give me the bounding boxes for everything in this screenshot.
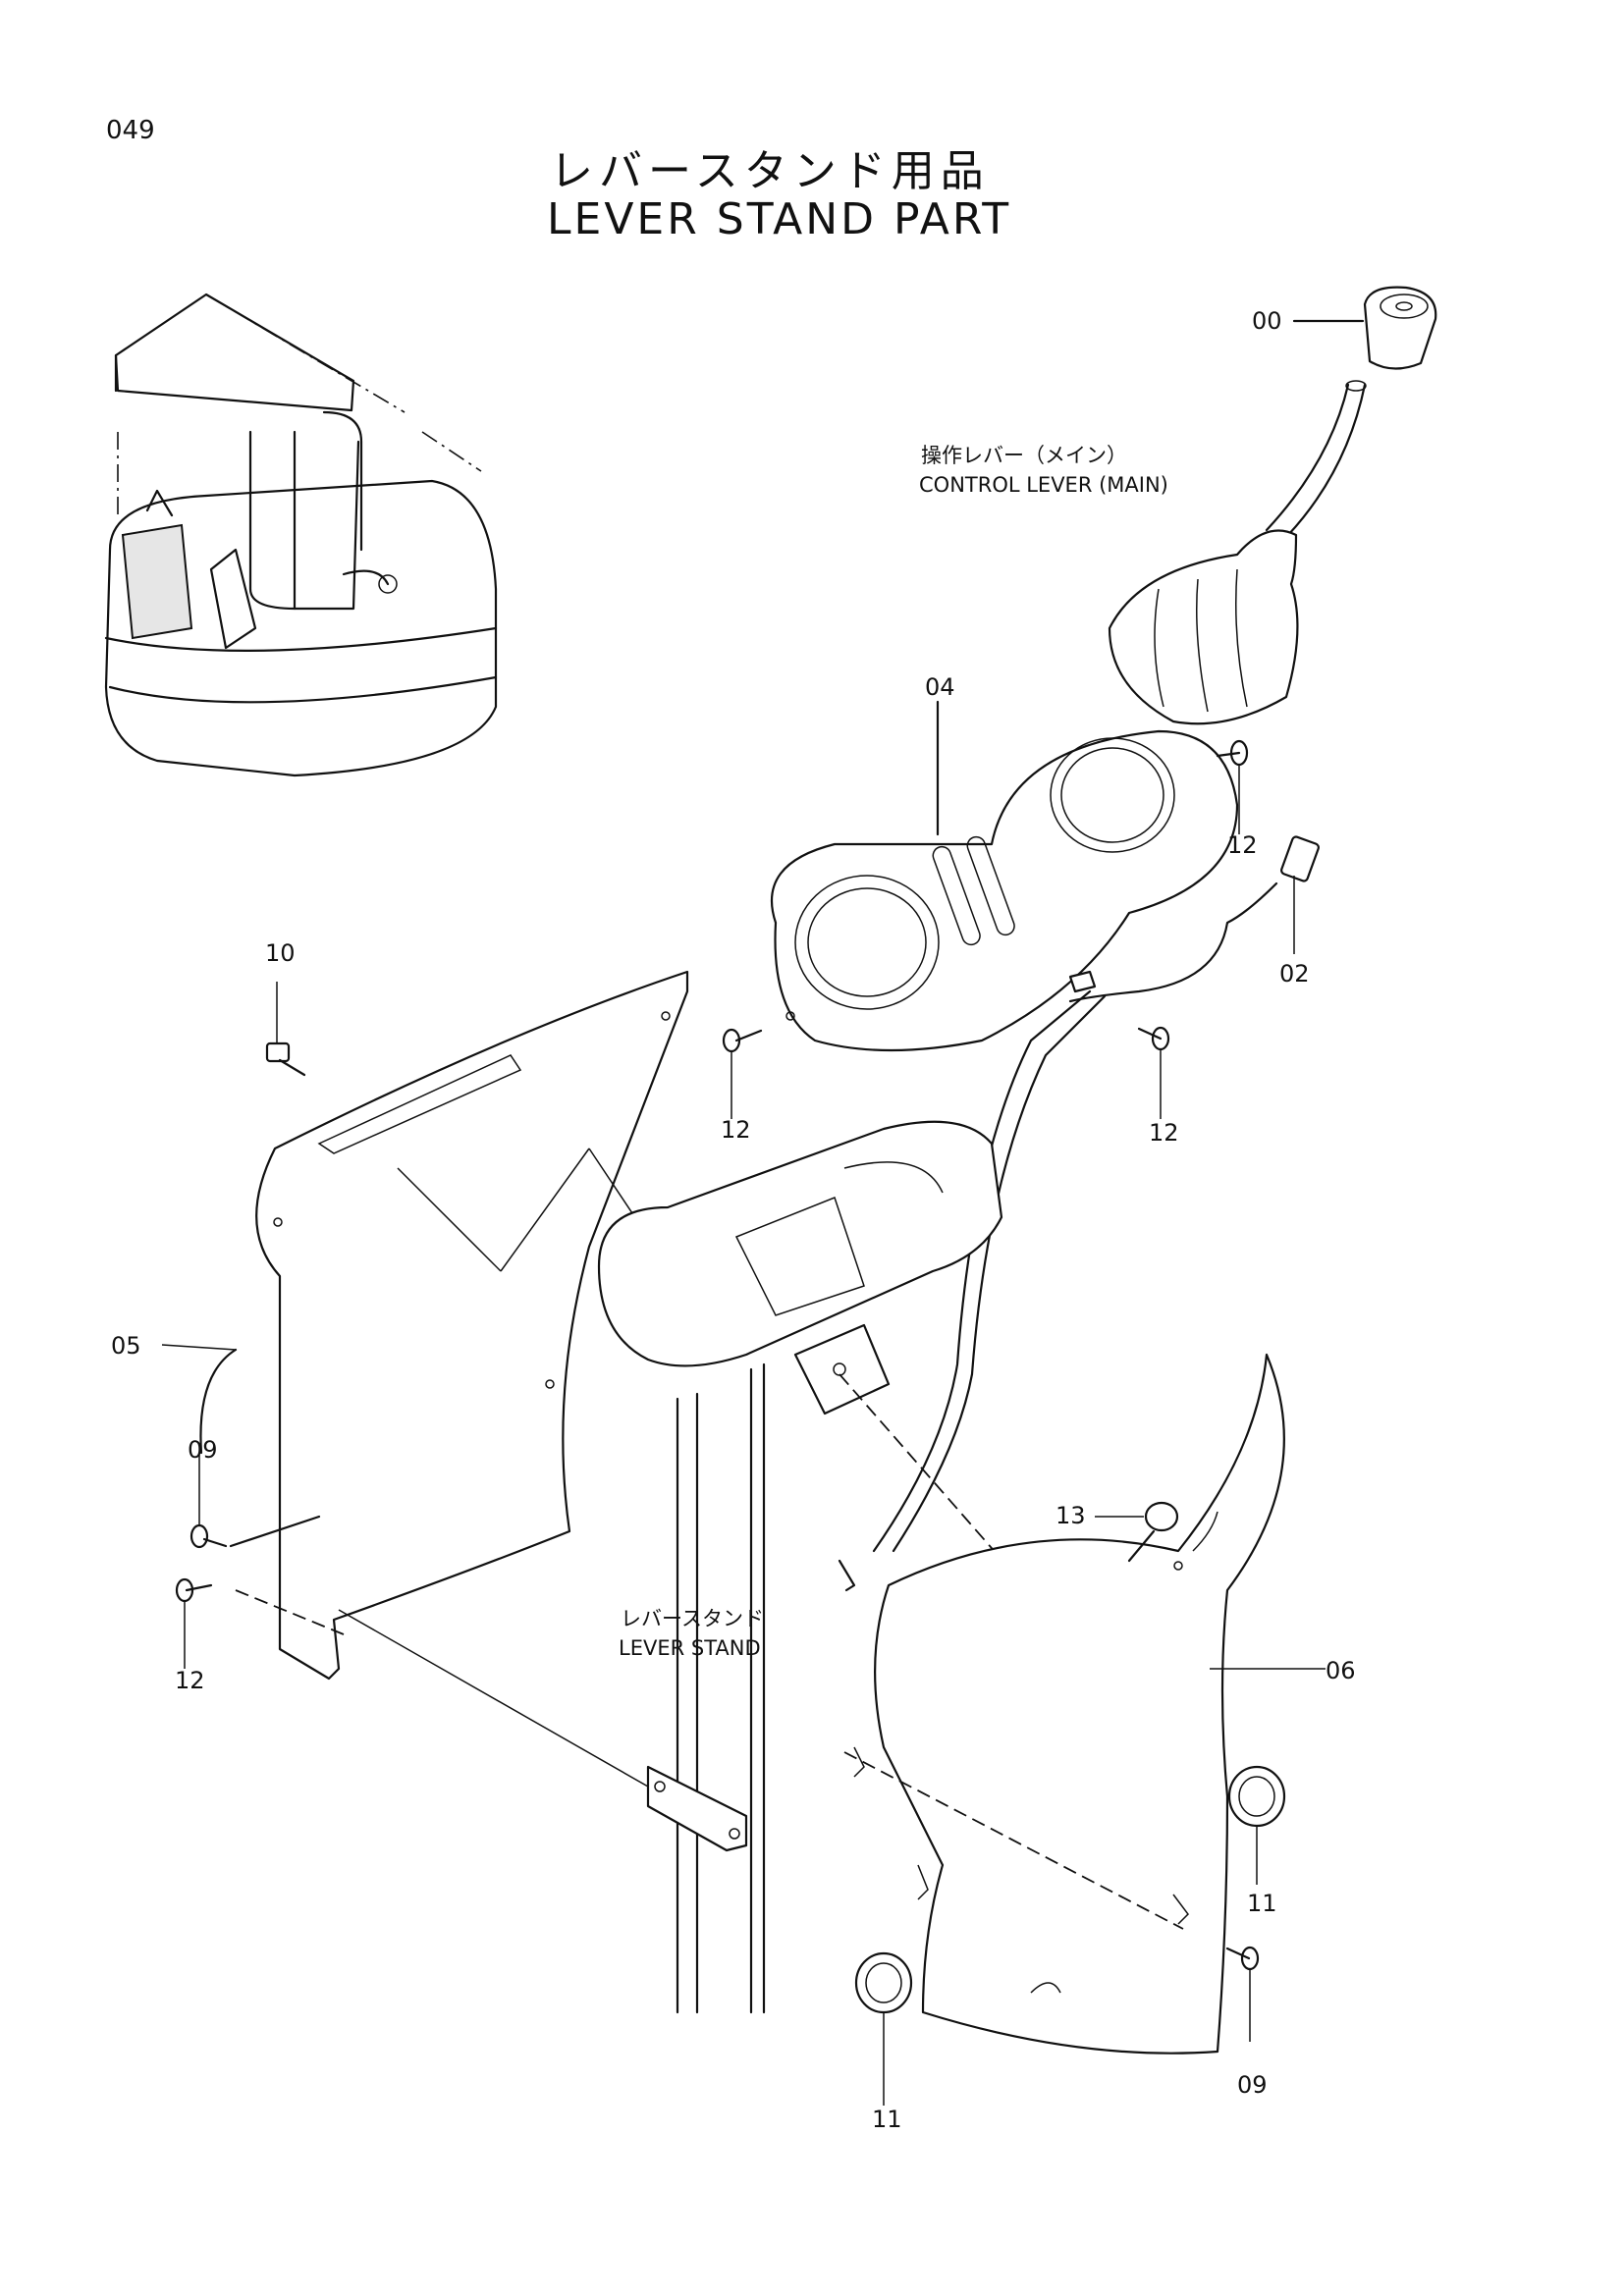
part-number-06: 06	[1326, 1657, 1356, 1684]
bolt-09-right	[843, 1751, 1260, 2042]
part-number-09: 09	[1237, 2071, 1268, 2099]
lever-stand-left-cover	[161, 970, 689, 1681]
title-english: LEVER STAND PART	[547, 194, 1012, 244]
part-number-11: 11	[1247, 1890, 1277, 1917]
lever-stand-top-cover	[771, 700, 1239, 1052]
part-number-09: 09	[188, 1436, 218, 1464]
part-number-02: 02	[1279, 960, 1310, 988]
bolt-09-left	[189, 1453, 345, 1635]
part-number-12: 12	[721, 1116, 751, 1144]
bolt-10	[265, 982, 306, 1077]
wiring-harness	[838, 835, 1320, 1592]
part-number-05: 05	[111, 1332, 141, 1360]
page-number: 049	[106, 116, 155, 145]
control-lever-label-ja: 操作レバー（メイン）	[921, 444, 1127, 467]
control-lever-knob	[1292, 286, 1437, 370]
lever-stand-label-en: LEVER STAND	[619, 1636, 761, 1660]
part-number-13: 13	[1056, 1502, 1086, 1529]
control-lever-label-en: CONTROL LEVER (MAIN)	[919, 473, 1168, 497]
lever-stand-right-cover	[853, 1353, 1326, 2055]
part-number-10: 10	[265, 939, 296, 967]
part-number-12: 12	[1227, 831, 1258, 859]
part-number-00: 00	[1252, 307, 1282, 335]
machine-overview-illustration	[104, 293, 498, 777]
grommet-11-group	[854, 1765, 1286, 2106]
title-japanese: レバースタンド用品	[550, 146, 990, 196]
lever-stand-frame	[338, 1120, 1110, 2014]
part-number-11: 11	[872, 2106, 902, 2133]
lever-stand-label-ja: レバースタンド	[621, 1607, 764, 1630]
part-number-12: 12	[1149, 1119, 1179, 1147]
part-number-04: 04	[925, 673, 955, 701]
control-lever-assembly	[1108, 380, 1367, 725]
bolt-13	[1095, 1501, 1179, 1563]
screw-12-group	[175, 739, 1249, 1669]
part-number-12: 12	[175, 1667, 205, 1694]
